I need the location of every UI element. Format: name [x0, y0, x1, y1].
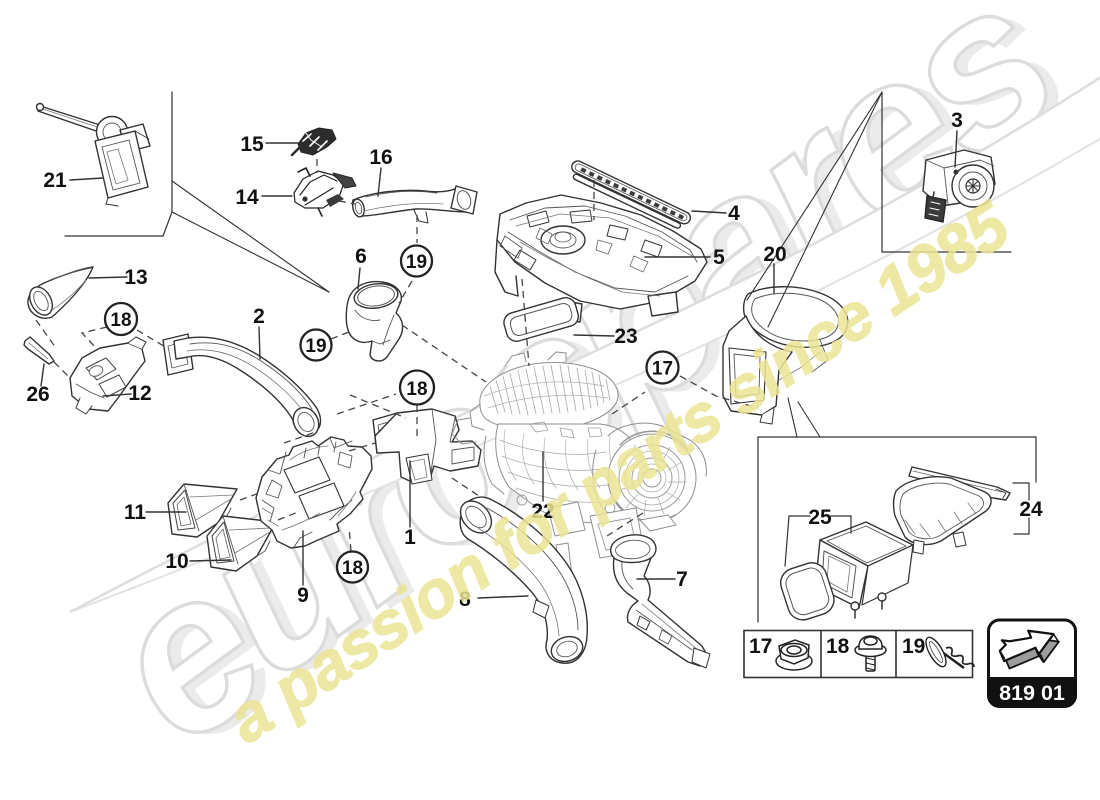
svg-text:3: 3: [951, 109, 963, 132]
svg-text:21: 21: [43, 169, 67, 192]
svg-text:24: 24: [1019, 498, 1043, 521]
svg-text:18: 18: [406, 379, 427, 400]
svg-text:9: 9: [297, 584, 309, 607]
svg-text:7: 7: [676, 568, 688, 591]
svg-text:18: 18: [826, 635, 850, 658]
svg-text:25: 25: [808, 506, 832, 529]
svg-text:12: 12: [128, 382, 151, 405]
svg-text:8: 8: [459, 588, 471, 611]
svg-text:13: 13: [124, 266, 147, 289]
svg-text:6: 6: [355, 245, 367, 268]
svg-text:4: 4: [728, 202, 740, 225]
svg-text:2: 2: [253, 305, 265, 328]
svg-text:23: 23: [614, 325, 637, 348]
svg-text:5: 5: [713, 246, 725, 269]
svg-text:17: 17: [749, 635, 772, 658]
svg-text:20: 20: [763, 243, 786, 266]
svg-text:10: 10: [165, 550, 188, 573]
svg-text:19: 19: [902, 635, 925, 658]
svg-text:11: 11: [124, 501, 147, 524]
svg-text:26: 26: [26, 383, 49, 406]
svg-text:17: 17: [652, 359, 673, 380]
svg-text:1: 1: [404, 526, 416, 549]
svg-text:18: 18: [342, 558, 363, 579]
svg-text:22: 22: [531, 500, 554, 523]
svg-text:19: 19: [406, 252, 427, 273]
svg-text:819 01: 819 01: [999, 681, 1065, 705]
svg-text:14: 14: [235, 186, 259, 209]
svg-text:16: 16: [369, 146, 392, 169]
svg-text:19: 19: [305, 336, 326, 357]
svg-text:15: 15: [240, 133, 264, 156]
svg-text:18: 18: [110, 310, 131, 331]
